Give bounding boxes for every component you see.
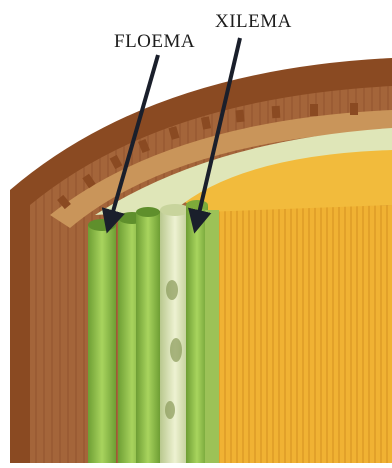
phloem-tubes <box>88 207 160 463</box>
xylem-tubes <box>160 200 219 463</box>
wood-core <box>205 205 392 463</box>
label-xilema: XILEMA <box>215 11 292 33</box>
label-floema: FLOEMA <box>114 31 195 53</box>
